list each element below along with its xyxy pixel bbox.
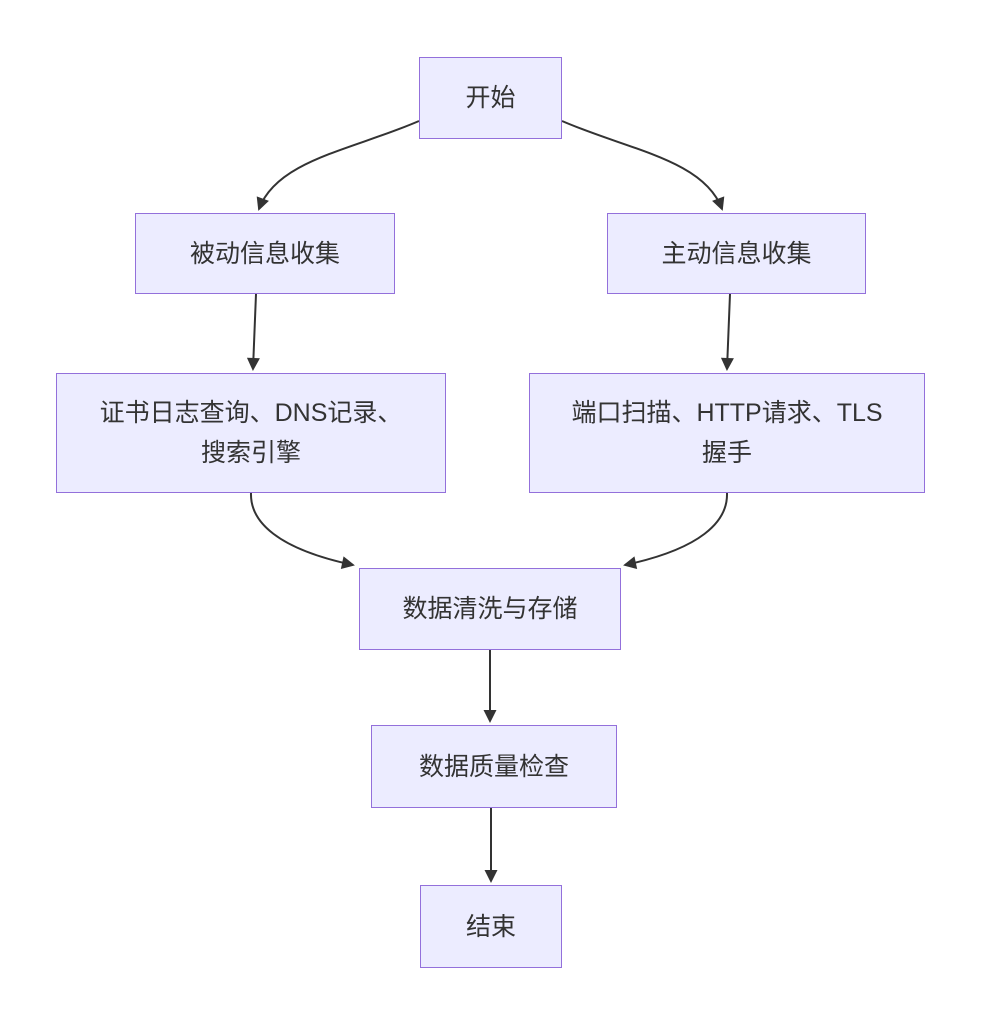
edge-active-to-active-methods [720, 293, 734, 371]
edge-start-to-passive [256, 120, 420, 211]
node-passive-collection: 被动信息收集 [135, 213, 395, 294]
node-data-clean-store-label: 数据清洗与存储 [402, 595, 578, 623]
edge-passive-methods-to-clean [249, 492, 355, 570]
node-end: 结束 [420, 885, 562, 968]
node-active-methods-line2: 握手 [701, 439, 752, 467]
node-active-collection: 主动信息收集 [607, 213, 866, 294]
edge-active-methods-to-clean [623, 492, 729, 570]
node-passive-methods-line1: 证书日志查询、DNS记录、 [99, 399, 403, 427]
node-data-quality-check: 数据质量检查 [371, 725, 617, 808]
node-start-label: 开始 [465, 84, 516, 112]
node-active-collection-label: 主动信息收集 [661, 239, 812, 268]
node-active-methods: 端口扫描、HTTP请求、TLS 握手 [529, 373, 925, 493]
node-end-label: 结束 [465, 912, 516, 941]
node-data-clean-store: 数据清洗与存储 [359, 568, 621, 650]
node-active-methods-line1: 端口扫描、HTTP请求、TLS [571, 399, 883, 427]
node-passive-methods-line2: 搜索引擎 [200, 439, 301, 467]
node-passive-methods: 证书日志查询、DNS记录、 搜索引擎 [56, 373, 446, 493]
node-start: 开始 [419, 57, 562, 139]
node-passive-collection-label: 被动信息收集 [189, 239, 340, 268]
edge-start-to-active [561, 120, 725, 211]
node-data-quality-check-label: 数据质量检查 [418, 752, 569, 781]
edge-passive-to-passive-methods [246, 293, 260, 371]
